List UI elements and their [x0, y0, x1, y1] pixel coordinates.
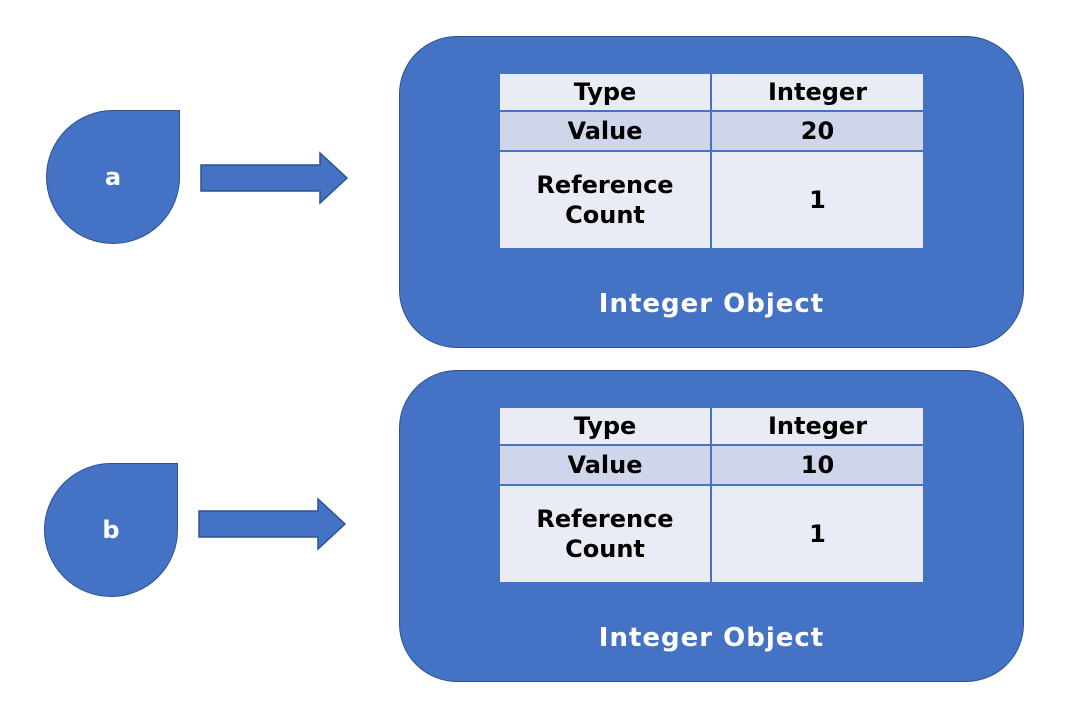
variable-a-node: a [46, 110, 180, 244]
value-key-cell: Value [498, 444, 712, 486]
integer-object-a: Type Integer Value 20 Reference Count 1 … [399, 36, 1024, 348]
object-b-properties-table: Type Integer Value 10 Reference Count 1 [498, 406, 925, 584]
table-row-type: Type Integer [498, 406, 925, 446]
object-a-properties-table: Type Integer Value 20 Reference Count 1 [498, 72, 925, 250]
object-b-title: Integer Object [598, 623, 825, 653]
variable-b-label: b [102, 516, 120, 544]
table-row-value: Value 20 [498, 110, 925, 152]
value-key-cell: Value [498, 110, 712, 152]
integer-object-b: Type Integer Value 10 Reference Count 1 … [399, 370, 1024, 682]
value-value-cell: 10 [710, 444, 925, 486]
reference-arrow-b [198, 497, 347, 551]
reference-count-value-cell: 1 [710, 150, 925, 250]
reference-count-value-cell: 1 [710, 484, 925, 584]
reference-count-key-line1: Reference [536, 505, 674, 533]
table-row-value: Value 10 [498, 444, 925, 486]
object-a-title: Integer Object [598, 289, 825, 319]
table-row-type: Type Integer [498, 72, 925, 112]
reference-arrow-a [200, 151, 349, 205]
variable-a-label: a [104, 163, 122, 191]
type-value-cell: Integer [710, 406, 925, 446]
type-key-cell: Type [498, 406, 712, 446]
reference-count-key-cell: Reference Count [498, 484, 712, 584]
reference-count-key-line2: Count [565, 201, 645, 229]
reference-count-key-line1: Reference [536, 171, 674, 199]
type-key-cell: Type [498, 72, 712, 112]
reference-count-key-cell: Reference Count [498, 150, 712, 250]
table-row-reference-count: Reference Count 1 [498, 150, 925, 250]
table-row-reference-count: Reference Count 1 [498, 484, 925, 584]
variable-b-node: b [44, 463, 178, 597]
type-value-cell: Integer [710, 72, 925, 112]
value-value-cell: 20 [710, 110, 925, 152]
reference-count-key-line2: Count [565, 535, 645, 563]
